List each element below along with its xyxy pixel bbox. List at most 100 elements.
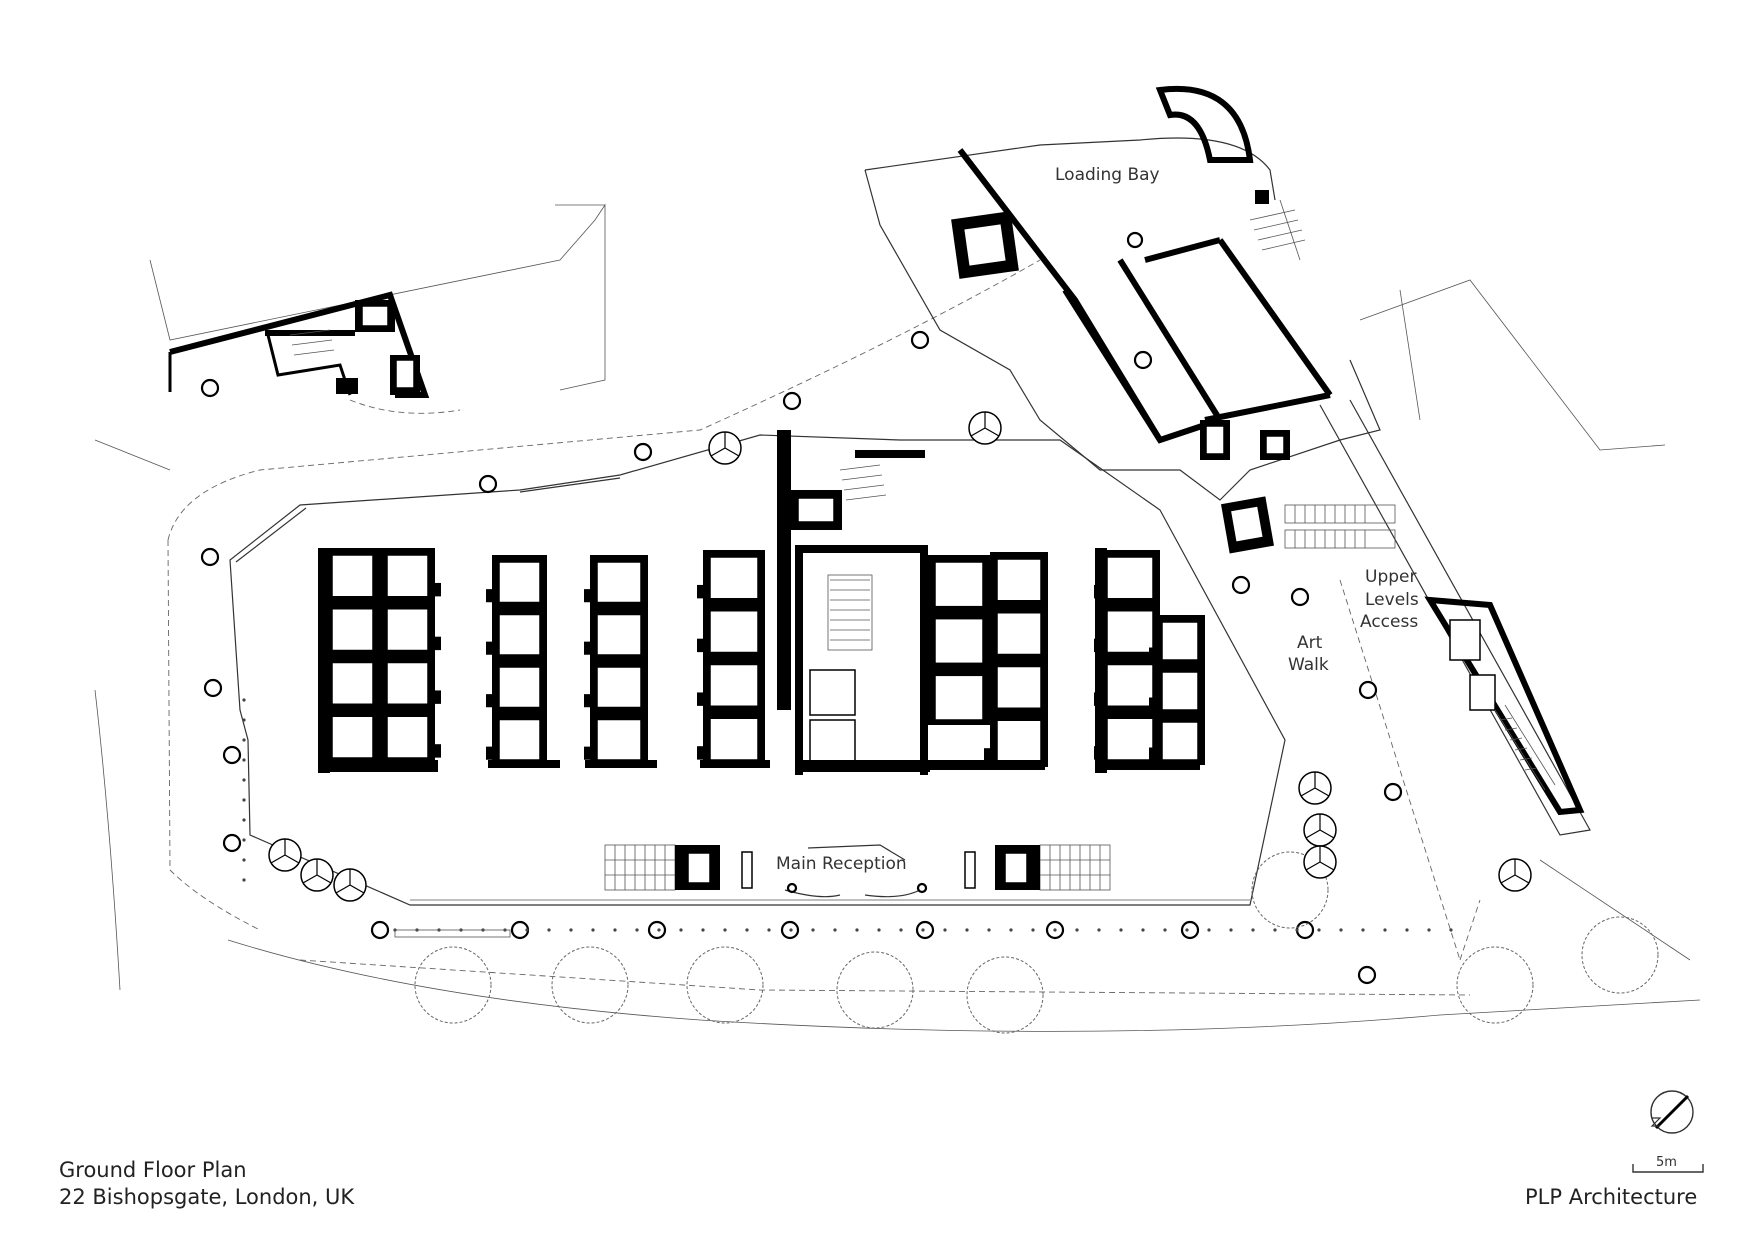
column	[1290, 587, 1310, 607]
lift-cabin	[1106, 717, 1154, 761]
bollard	[657, 928, 661, 932]
bollard	[965, 928, 969, 932]
lift-core	[984, 552, 1048, 767]
lift-cabin	[1161, 621, 1199, 661]
planter-icon	[268, 838, 302, 872]
bollard	[1053, 928, 1057, 932]
label-upper-levels-line1: Upper	[1365, 567, 1416, 587]
lift-cabin	[934, 561, 984, 608]
column	[647, 920, 667, 940]
lift-cabin	[596, 613, 642, 656]
tree	[551, 946, 629, 1024]
label-art-walk-line1: Art	[1297, 633, 1323, 653]
lift-cabin	[934, 674, 984, 721]
core-wall	[318, 760, 438, 772]
label-upper-levels-line3: Access	[1360, 612, 1418, 632]
bollard	[877, 928, 881, 932]
column	[1357, 965, 1377, 985]
bollard	[1361, 928, 1365, 932]
tree	[836, 951, 914, 1029]
bollard	[242, 798, 246, 802]
bollard	[1427, 928, 1431, 932]
lift-cabin	[596, 718, 642, 761]
column	[1133, 350, 1153, 370]
column	[1180, 920, 1200, 940]
bollard	[242, 818, 246, 822]
column	[633, 442, 653, 462]
bollard	[921, 928, 925, 932]
lift-cabin	[1106, 610, 1154, 654]
planter-icon	[1498, 858, 1532, 892]
lift-cabin	[1106, 663, 1154, 707]
column	[910, 330, 930, 350]
bollard	[1295, 928, 1299, 932]
lift-cabin	[709, 663, 759, 707]
upper-levels-access	[1284, 399, 1591, 836]
lift-cabin	[996, 558, 1042, 602]
bench	[394, 929, 511, 938]
planter-icon	[968, 411, 1002, 445]
column	[370, 920, 390, 940]
core-wall	[700, 760, 770, 768]
column	[200, 378, 220, 398]
bollard	[242, 758, 246, 762]
lift-cabin	[1161, 671, 1199, 711]
core-wall	[488, 760, 560, 768]
lift-cabin	[498, 718, 541, 761]
label-main-reception: Main Reception	[776, 854, 907, 874]
bollard	[767, 928, 771, 932]
plan-caption: Ground Floor Plan 22 Bishopsgate, London…	[59, 1157, 354, 1211]
bollard	[1207, 928, 1211, 932]
reception-escalators	[604, 844, 1111, 898]
architect-credit: PLP Architecture	[1525, 1185, 1698, 1209]
tree	[966, 956, 1044, 1034]
bollard	[1097, 928, 1101, 932]
bollard	[789, 928, 793, 932]
bollard	[1383, 928, 1387, 932]
column	[1358, 680, 1378, 700]
bollard	[1317, 928, 1321, 932]
core-wall	[1095, 548, 1107, 773]
bollard	[1449, 928, 1453, 932]
planter-icon	[708, 431, 742, 465]
lift-cabin	[331, 715, 374, 759]
label-art-walk-line2: Walk	[1288, 655, 1329, 675]
bollard	[1075, 928, 1079, 932]
lift-core	[922, 555, 990, 725]
bollard	[855, 928, 859, 932]
bollard	[943, 928, 947, 932]
lift-core	[486, 555, 547, 765]
bollard	[1339, 928, 1343, 932]
lift-cabin	[709, 610, 759, 654]
site-outline	[94, 203, 1701, 1032]
lift-cabin	[331, 608, 374, 652]
core-wall	[585, 760, 657, 768]
tree	[1251, 851, 1329, 929]
lift-cabin	[386, 715, 429, 759]
bollard	[811, 928, 815, 932]
bollard	[745, 928, 749, 932]
column	[222, 745, 242, 765]
tree	[686, 946, 764, 1024]
bollard	[833, 928, 837, 932]
column	[1231, 575, 1251, 595]
loading-bay-building	[864, 85, 1381, 554]
lift-core	[319, 548, 441, 763]
lift-cabin	[386, 608, 429, 652]
lift-cabin	[331, 554, 374, 598]
bollard	[242, 858, 246, 862]
planter-icon	[333, 868, 367, 902]
lift-core	[584, 555, 648, 765]
tree	[1581, 916, 1659, 994]
bollard	[1229, 928, 1233, 932]
column	[915, 920, 935, 940]
lift-cabin	[709, 717, 759, 761]
lift-cabin	[1161, 721, 1199, 761]
plan-subtitle: 22 Bishopsgate, London, UK	[59, 1185, 355, 1209]
core-wall	[1100, 760, 1200, 770]
lift-cores	[318, 548, 1205, 773]
lift-cabin	[498, 613, 541, 656]
column	[222, 833, 242, 853]
lift-cabin	[331, 661, 374, 705]
